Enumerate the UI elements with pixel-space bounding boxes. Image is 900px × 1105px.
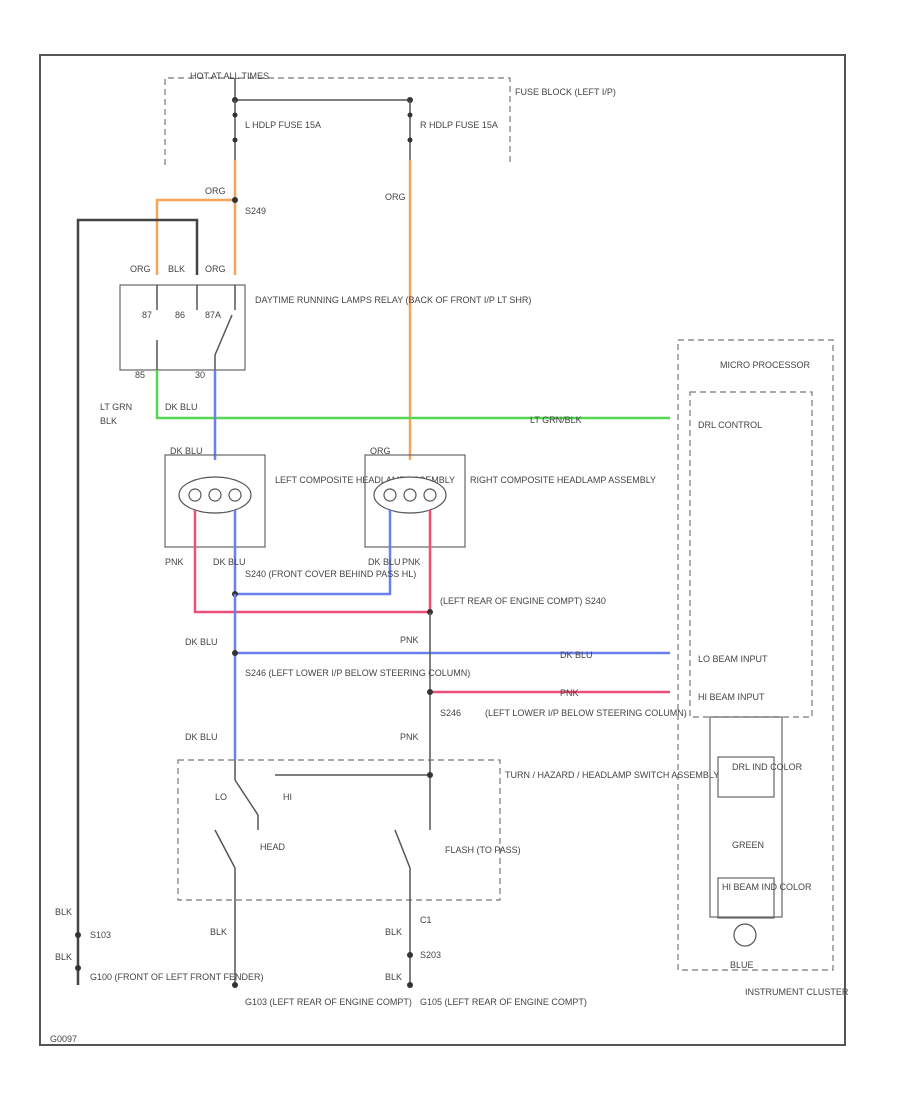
wire-ltgrn-label: LT GRN [100, 402, 132, 412]
ground-g100: G100 (FRONT OF LEFT FRONT FENDER) [90, 972, 264, 982]
left-ground: BLK S103 BLK G100 (FRONT OF LEFT FRONT F… [55, 907, 264, 982]
black-ground-wire [76, 218, 199, 985]
instrument-cluster: MICRO PROCESSOR DRL CONTROL LO BEAM INPU… [677, 339, 849, 997]
diagram-frame [39, 54, 846, 1046]
right-headlamp: ORG RIGHT COMPOSITE HEADLAMP ASSEMBLY [364, 446, 656, 548]
wire-org-label: ORG [205, 186, 226, 196]
relay-pin-87: 87 [142, 310, 152, 320]
relay-pin-30: 30 [195, 370, 205, 380]
orange-wires: ORG S249 ORG [155, 160, 412, 460]
left-blk-label: BLK [55, 907, 72, 917]
headlamp-leads: PNK DK BLU DK BLU PNK S240 (FRONT COVER … [165, 510, 606, 615]
cluster-drl-ind: DRL IND COLOR [732, 762, 803, 772]
splice-s246: S246 (LEFT LOWER I/P BELOW STEERING COLU… [245, 668, 470, 678]
relay-wire-org: ORG [130, 264, 151, 274]
left-dkblu-label: DK BLU [213, 557, 246, 567]
cluster-drl: DRL CONTROL [698, 420, 762, 430]
relay-pin-87a: 87A [205, 310, 221, 320]
switch-feeds: DK BLU PNK S246 (LEFT LOWER I/P BELOW ST… [185, 594, 687, 760]
wire-ltgrnblk-label: LT GRN/BLK [530, 415, 582, 425]
right-headlamp-conn: ORG [370, 446, 391, 456]
fuse-block-title: HOT AT ALL TIMES [190, 71, 269, 81]
splice-s240-rear: (LEFT REAR OF ENGINE COMPT) S240 [440, 596, 606, 606]
wire-blk-label: BLK [100, 416, 117, 426]
splice-s103: S103 [90, 930, 111, 940]
cluster-green: GREEN [732, 840, 764, 850]
splice-s249: S249 [245, 206, 266, 216]
switch-dkblu-label: DK BLU [185, 732, 218, 742]
cluster-blue: BLUE [730, 960, 754, 970]
cluster-dkblu-label: DK BLU [560, 650, 593, 660]
wire-dkblu-label: DK BLU [165, 402, 198, 412]
figure-id: G0097 [50, 1034, 77, 1044]
cluster-hi-input: HI BEAM INPUT [698, 692, 765, 702]
right-headlamp-label: RIGHT COMPOSITE HEADLAMP ASSEMBLY [470, 475, 656, 485]
cluster-label: INSTRUMENT CLUSTER [745, 987, 849, 997]
switch-label: TURN / HAZARD / HEADLAMP SWITCH ASSEMBLY [505, 770, 719, 780]
ground-g103: G103 (LEFT REAR OF ENGINE COMPT) [245, 997, 412, 1007]
left-headlamp-conn: DK BLU [170, 446, 203, 456]
splice-s203: S203 [420, 950, 441, 960]
switch-hi: HI [283, 792, 292, 802]
relay-wire-blk: BLK [168, 264, 185, 274]
drl-relay: ORG BLK ORG 87 86 87A 85 30 DAYTIME RUNN… [119, 264, 531, 380]
switch-c1: C1 [420, 915, 432, 925]
splice-s240-front: S240 (FRONT COVER BEHIND PASS HL) [245, 569, 416, 579]
pnk-feed-label: PNK [400, 635, 419, 645]
relay-label: DAYTIME RUNNING LAMPS RELAY (BACK OF FRO… [255, 295, 531, 305]
switch-lo: LO [215, 792, 227, 802]
switch-head: HEAD [260, 842, 286, 852]
ground-g105: G105 (LEFT REAR OF ENGINE COMPT) [420, 997, 587, 1007]
left-fuse-label: L HDLP FUSE 15A [245, 120, 321, 130]
relay-pin-85: 85 [135, 370, 145, 380]
switch-flash: FLASH (TO PASS) [445, 845, 521, 855]
splice-s246b: S246 [440, 708, 461, 718]
switch-blk-label: BLK [210, 927, 227, 937]
right-fuse-label: R HDLP FUSE 15A [420, 120, 498, 130]
splice-s246b-location: (LEFT LOWER I/P BELOW STEERING COLUMN) [485, 708, 687, 718]
cluster-lo-input: LO BEAM INPUT [698, 654, 768, 664]
fuse-block: HOT AT ALL TIMES FUSE BLOCK (LEFT I/P) L… [164, 71, 616, 165]
headlamp-switch: LO HI HEAD FLASH (TO PASS) TURN / HAZARD… [177, 759, 719, 985]
relay-pin-86: 86 [175, 310, 185, 320]
cluster-hi-ind: HI BEAM IND COLOR [722, 882, 812, 892]
fuse-block-label: FUSE BLOCK (LEFT I/P) [515, 87, 616, 97]
left-pnk-label: PNK [165, 557, 184, 567]
cluster-micro: MICRO PROCESSOR [720, 360, 811, 370]
relay-wire-org2: ORG [205, 264, 226, 274]
dkblu-feed-label: DK BLU [185, 637, 218, 647]
right-dkblu-label: DK BLU [368, 557, 401, 567]
ground-blk-label: BLK [385, 972, 402, 982]
green-wire: LT GRN BLK DK BLU LT GRN/BLK [100, 370, 670, 426]
right-pnk-label: PNK [402, 557, 421, 567]
switch-pnk-label: PNK [400, 732, 419, 742]
switch-grounds: BLK BLK C1 S203 BLK G103 (LEFT REAR OF E… [210, 915, 587, 1007]
switch-blk-label-2: BLK [385, 927, 402, 937]
wire-org-label-right: ORG [385, 192, 406, 202]
left-blk-label-2: BLK [55, 952, 72, 962]
cluster-pnk-label: PNK [560, 688, 579, 698]
